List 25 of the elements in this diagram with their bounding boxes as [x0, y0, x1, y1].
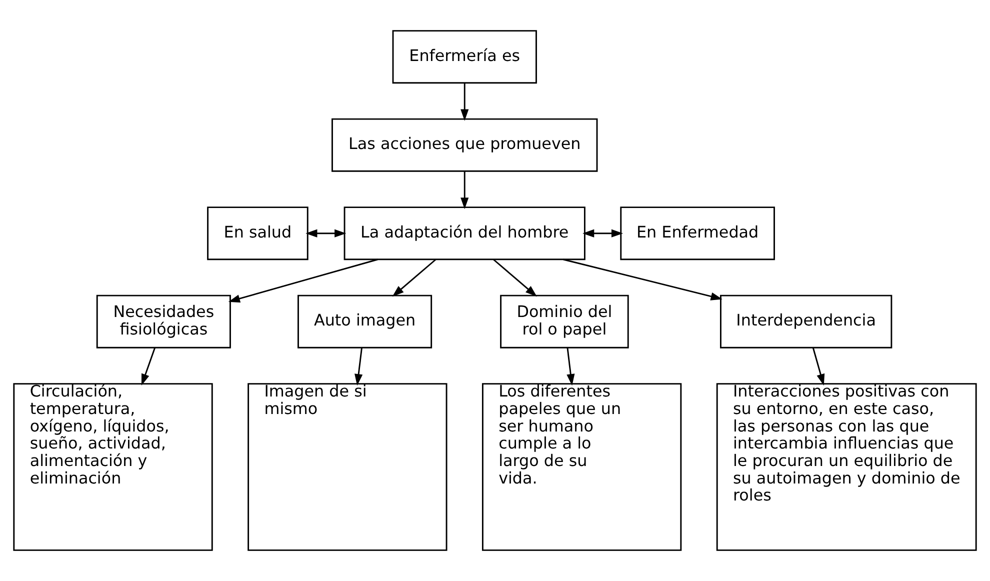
arrow [566, 348, 575, 386]
node-box: Las acciones que promueven [332, 118, 598, 172]
arrow [141, 348, 156, 386]
node-box: En salud [207, 206, 308, 260]
node-box: Circulación, temperatura, oxígeno, líquidos, sueño, actividad, alimentación y eliminación [13, 383, 213, 551]
node-box: En Enfermedad [620, 206, 775, 260]
node-box: La adaptación del hombre [344, 206, 586, 260]
node-box: Dominio del rol o papel [500, 294, 629, 348]
node-box: Imagen de si mismo [248, 383, 448, 551]
node-box: Interdependencia [720, 294, 892, 348]
arrow [392, 258, 436, 297]
arrow [812, 348, 825, 386]
arrow [228, 258, 378, 303]
node-box: Enfermería es [392, 30, 537, 84]
node-box: Interacciones positivas con su entorno, en este caso, las personas con las que intercambia influencias que le procuran un equilibrio de su autoimagen y dominio de roles [716, 383, 977, 551]
arrow [493, 258, 537, 297]
arrow [306, 229, 346, 238]
arrow [563, 258, 722, 300]
node-box: Necesidades fisiológicas [96, 294, 231, 348]
arrow [354, 348, 363, 386]
node-box: Los diferentes papeles que un ser humano cumple a lo largo de su vida. [482, 383, 682, 551]
arrow [582, 229, 624, 238]
arrow [460, 82, 469, 121]
arrow [460, 171, 469, 210]
node-box: Auto imagen [298, 294, 432, 348]
